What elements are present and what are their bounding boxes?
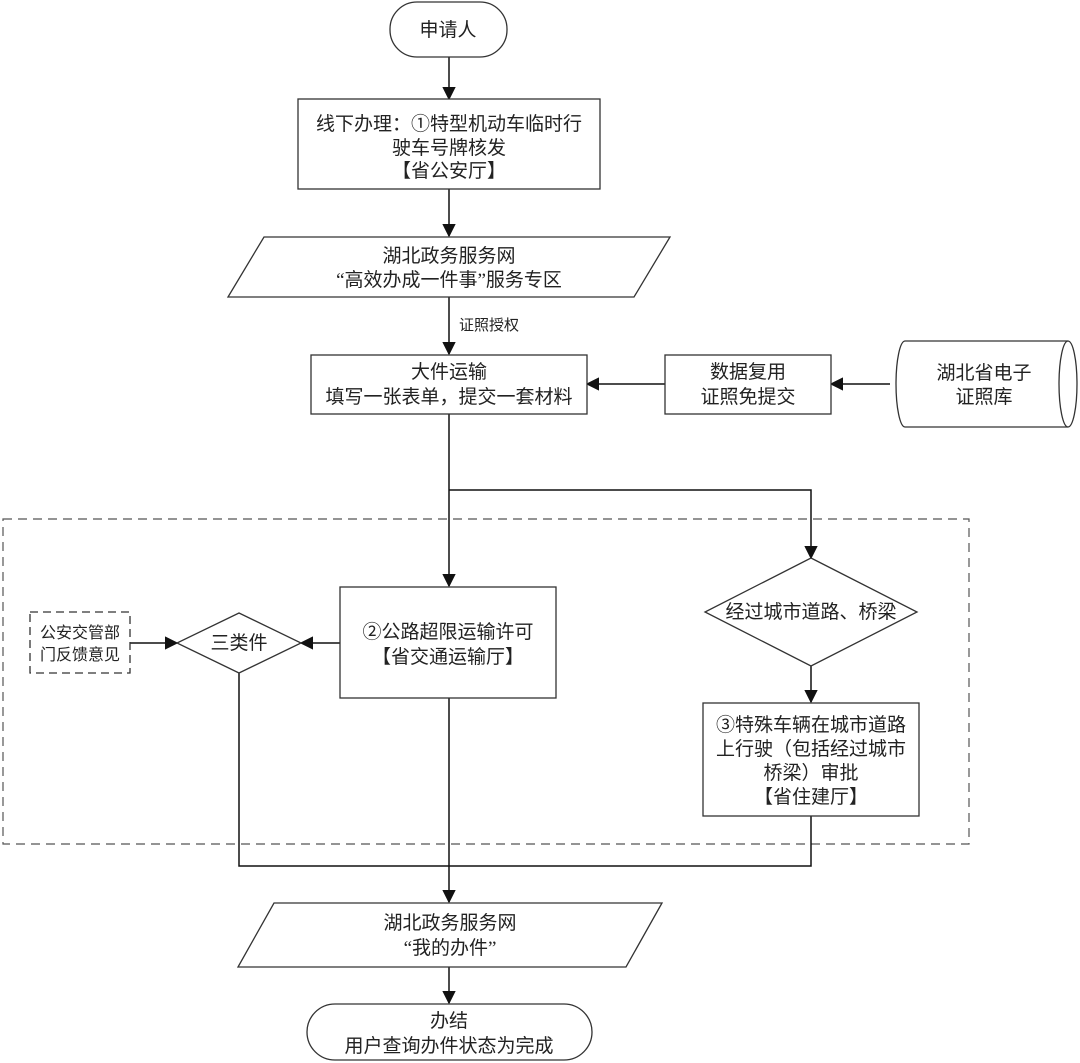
node-applicant: 申请人 bbox=[389, 1, 508, 58]
node-special-line3: 桥梁）审批 bbox=[763, 762, 858, 784]
node-offline: 线下办理：①特型机动车临时行 驶车号牌核发 【省公安厅】 bbox=[297, 98, 601, 190]
node-reuse: 数据复用 证照免提交 bbox=[664, 354, 832, 415]
node-portal2: 湖北政务服务网 “我的办件” bbox=[236, 902, 664, 968]
edge-label-authorize: 证照授权 bbox=[459, 317, 519, 334]
node-reuse-line1: 数据复用 bbox=[710, 361, 786, 383]
edge-transport-decision bbox=[449, 489, 818, 560]
node-offline-line2: 驶车号牌核发 bbox=[392, 137, 506, 159]
node-portal1: 湖北政务服务网 “高效办成一件事”服务专区 bbox=[226, 236, 672, 298]
node-complete: 办结 用户查询办件状态为完成 bbox=[306, 1003, 593, 1061]
node-police-feedback-line2: 门反馈意见 bbox=[40, 645, 120, 664]
node-city-decision-text: 经过城市道路、桥梁 bbox=[725, 601, 896, 623]
node-complete-line2: 用户查询办件状态为完成 bbox=[344, 1035, 553, 1057]
node-offline-line3: 【省公安厅】 bbox=[392, 160, 506, 182]
node-portal2-line1: 湖北政务服务网 bbox=[383, 912, 516, 934]
node-portal1-line2: “高效办成一件事”服务专区 bbox=[336, 269, 562, 291]
node-transport-line1: 大件运输 bbox=[411, 361, 487, 383]
node-applicant-text: 申请人 bbox=[419, 19, 476, 41]
node-permit: ②公路超限运输许可 【省交通运输厅】 bbox=[339, 586, 557, 699]
node-three-types: 三类件 bbox=[175, 612, 303, 674]
node-transport-line2: 填写一张表单，提交一套材料 bbox=[325, 386, 572, 408]
node-transport: 大件运输 填写一张表单，提交一套材料 bbox=[310, 354, 588, 415]
node-library-line1: 湖北省电子 bbox=[936, 362, 1031, 384]
node-city-decision: 经过城市道路、桥梁 bbox=[703, 557, 919, 667]
node-special: ③特殊车辆在城市道路 上行驶（包括经过城市 桥梁）审批 【省住建厅】 bbox=[702, 702, 920, 817]
node-portal1-line1: 湖北政务服务网 bbox=[382, 245, 515, 267]
node-special-line2: 上行驶（包括经过城市 bbox=[716, 738, 906, 760]
node-three-types-text: 三类件 bbox=[210, 632, 267, 654]
node-special-line4: 【省住建厅】 bbox=[754, 786, 868, 808]
edge-threetypes-merge bbox=[238, 673, 812, 867]
node-complete-line1: 办结 bbox=[430, 1010, 468, 1032]
node-reuse-line2: 证照免提交 bbox=[700, 386, 795, 408]
approval-region bbox=[2, 518, 970, 845]
node-offline-line1: 线下办理：①特型机动车临时行 bbox=[316, 113, 582, 135]
edges: 证照授权 bbox=[130, 57, 890, 1005]
node-library-line2: 证照库 bbox=[955, 386, 1012, 408]
node-special-line1: ③特殊车辆在城市道路 bbox=[716, 714, 906, 736]
node-portal2-line2: “我的办件” bbox=[404, 937, 497, 959]
node-library: 湖北省电子 证照库 bbox=[895, 340, 1078, 428]
node-police-feedback-line1: 公安交管部 bbox=[40, 624, 120, 642]
node-police-feedback: 公安交管部 门反馈意见 bbox=[29, 611, 131, 674]
node-permit-line2: 【省交通运输厅】 bbox=[372, 646, 524, 668]
node-permit-line1: ②公路超限运输许可 bbox=[362, 621, 533, 643]
